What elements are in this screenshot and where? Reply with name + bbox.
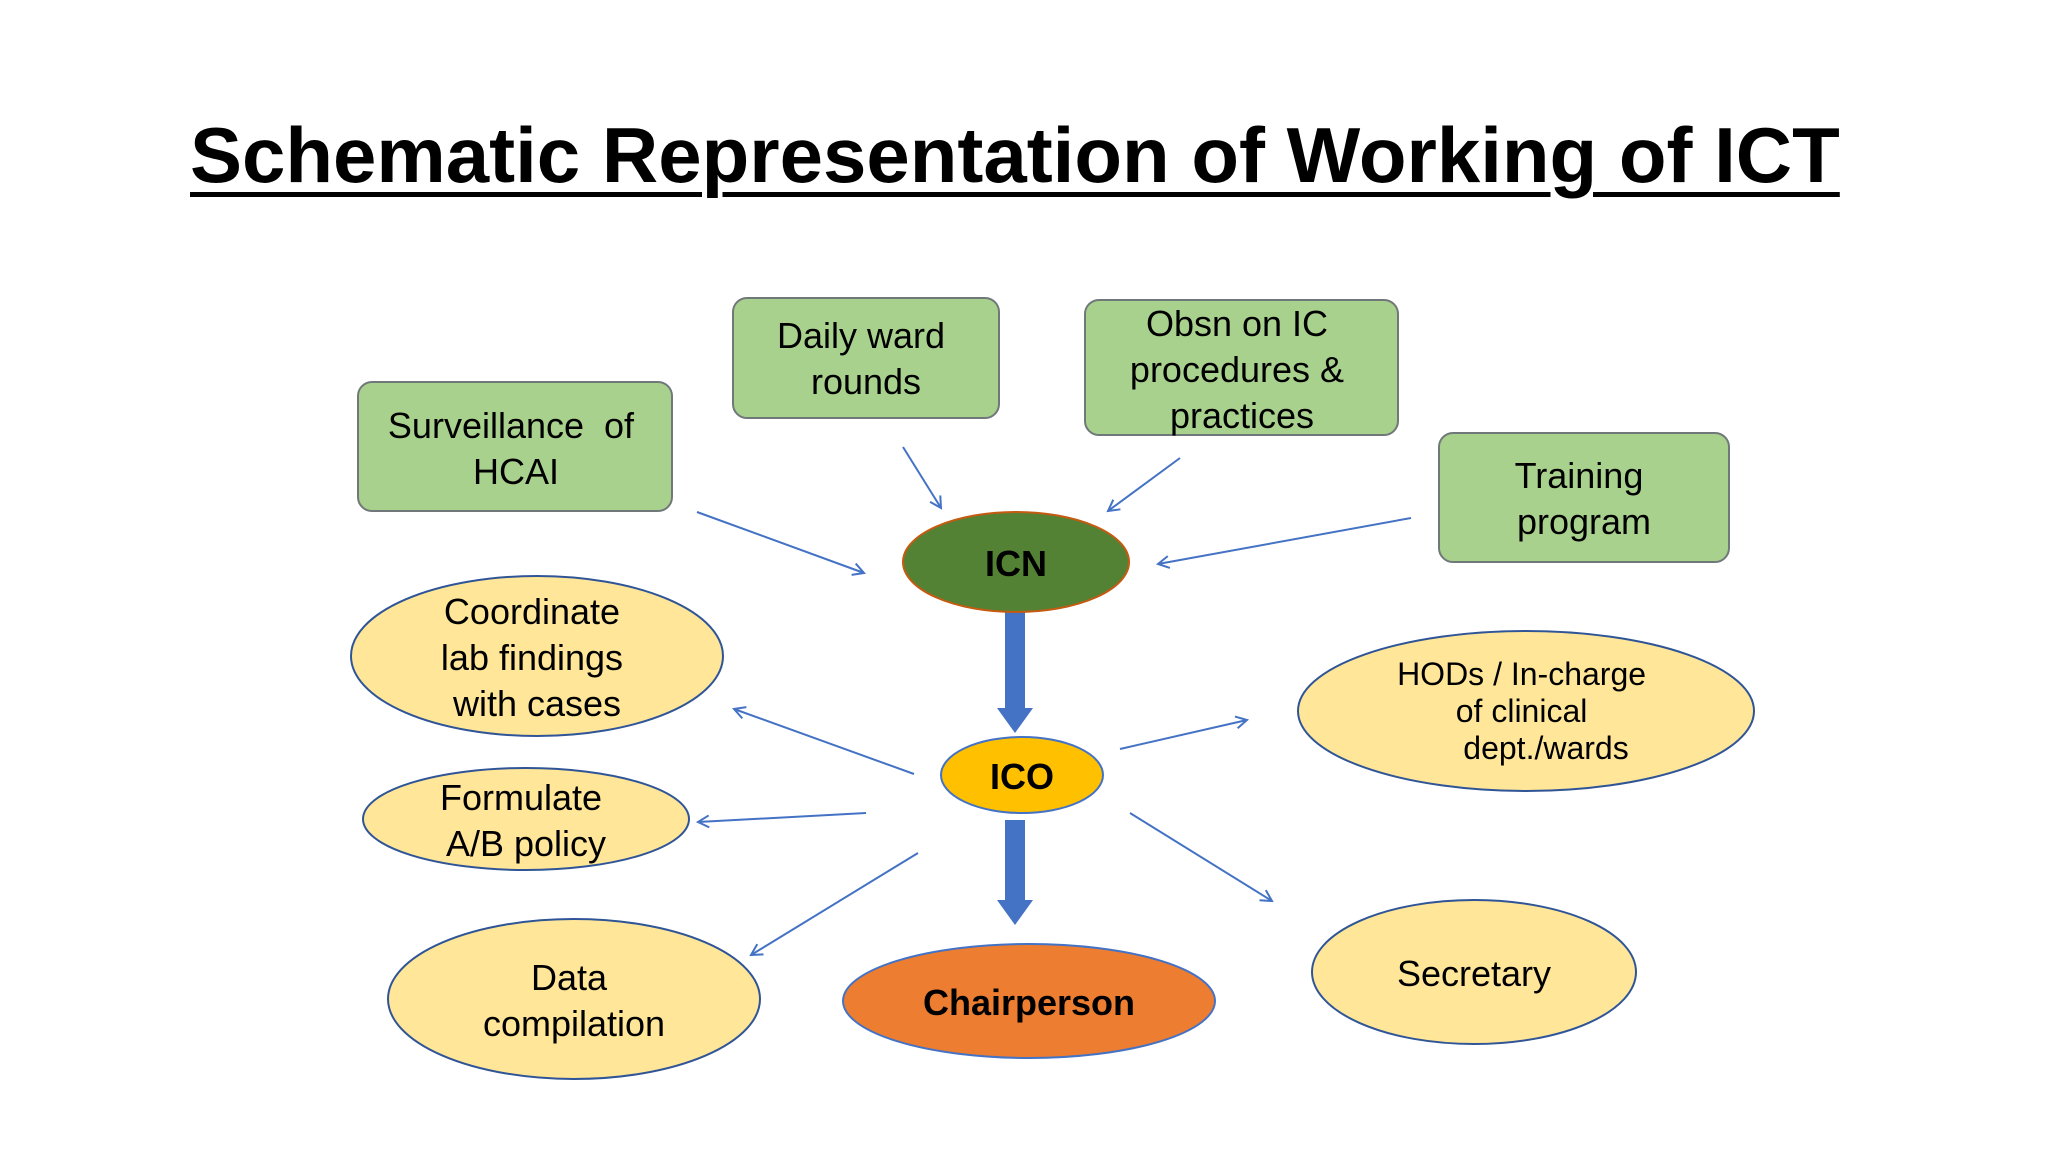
- connector-ico-to-coordinate: [734, 709, 915, 775]
- block-arrow-ico-to-chairperson: [997, 820, 1033, 925]
- daily-rounds-line-1: Daily ward: [777, 315, 945, 356]
- connector-training-to-icn: [1158, 517, 1412, 564]
- svg-text:Obsn on IC procedures &: Obsn on IC procedures & practices: [1130, 303, 1354, 436]
- connector-ico-to-secretary: [1129, 812, 1272, 901]
- ellipse-secretary: Secretary: [1311, 899, 1637, 1045]
- connector-ico-to-formulate: [698, 812, 867, 822]
- node-ico: ICO: [940, 736, 1104, 814]
- connector-ico-to-hods: [1119, 720, 1247, 750]
- slide-title: Schematic Representation of Working of I…: [190, 111, 1840, 199]
- formulate-line-1: Formulate: [440, 777, 602, 818]
- hods-line-1: HODs / In-charge: [1397, 656, 1646, 692]
- ellipse-hods: HODs / In-charge of clinical dept./wards: [1297, 630, 1755, 792]
- connector-rounds-to-icn: [902, 446, 941, 508]
- ico-label: ICO: [990, 756, 1054, 797]
- ellipse-formulate: Formulate A/B policy: [362, 767, 690, 871]
- hods-line-3: dept./wards: [1463, 730, 1628, 766]
- connector-ico-to-data: [751, 852, 919, 955]
- secretary-line-1: Secretary: [1397, 953, 1551, 994]
- svg-text:Coordinate lab findings: Coordinate lab findings with cases: [441, 591, 633, 724]
- coordinate-line-3: with cases: [452, 683, 621, 724]
- svg-text:Training program: Training program: [1515, 455, 1654, 542]
- box-obsn: Obsn on IC procedures & practices: [1084, 299, 1399, 436]
- connector-obsn-to-icn: [1108, 457, 1181, 511]
- surveillance-line-2: HCAI: [473, 451, 559, 492]
- icn-label: ICN: [985, 543, 1047, 584]
- box-training: Training program: [1438, 432, 1730, 563]
- node-chairperson: Chairperson: [842, 943, 1216, 1059]
- surveillance-line-1: Surveillance of: [388, 405, 635, 446]
- svg-text:Surveillance of HCAI: Surveillance of HCAI: [388, 405, 644, 492]
- daily-rounds-line-2: rounds: [811, 361, 921, 402]
- coordinate-line-2: lab findings: [441, 637, 623, 678]
- training-line-2: program: [1517, 501, 1651, 542]
- chairperson-label: Chairperson: [923, 982, 1135, 1023]
- node-icn: ICN: [902, 511, 1130, 613]
- svg-text:HODs / In-charge of clin: HODs / In-charge of clinical dept./wards: [1397, 656, 1655, 766]
- box-daily-rounds: Daily ward rounds: [732, 297, 1000, 419]
- data-compilation-line-2: compilation: [483, 1003, 665, 1044]
- obsn-line-1: Obsn on IC: [1146, 303, 1328, 344]
- hods-line-2: of clinical: [1456, 693, 1588, 729]
- obsn-line-2: procedures &: [1130, 349, 1344, 390]
- block-arrow-icn-to-ico: [997, 612, 1033, 733]
- box-surveillance: Surveillance of HCAI: [357, 381, 673, 512]
- ellipse-data-compilation: Data compilation: [387, 918, 761, 1080]
- svg-text:Data compilation: Data compilation: [483, 957, 665, 1044]
- svg-text:Formulate A/B policy: Formulate A/B policy: [440, 777, 612, 864]
- ellipse-coordinate: Coordinate lab findings with cases: [350, 575, 724, 737]
- coordinate-line-1: Coordinate: [444, 591, 620, 632]
- data-compilation-line-1: Data: [531, 957, 608, 998]
- obsn-line-3: practices: [1170, 395, 1314, 436]
- svg-text:Daily ward rounds: Daily ward rounds: [777, 315, 955, 402]
- connectors: [696, 446, 1412, 955]
- training-line-1: Training: [1515, 455, 1644, 496]
- svg-text:Secretary: Secretary: [1397, 953, 1551, 994]
- formulate-line-2: A/B policy: [446, 823, 606, 864]
- connector-surveillance-to-icn: [696, 511, 864, 573]
